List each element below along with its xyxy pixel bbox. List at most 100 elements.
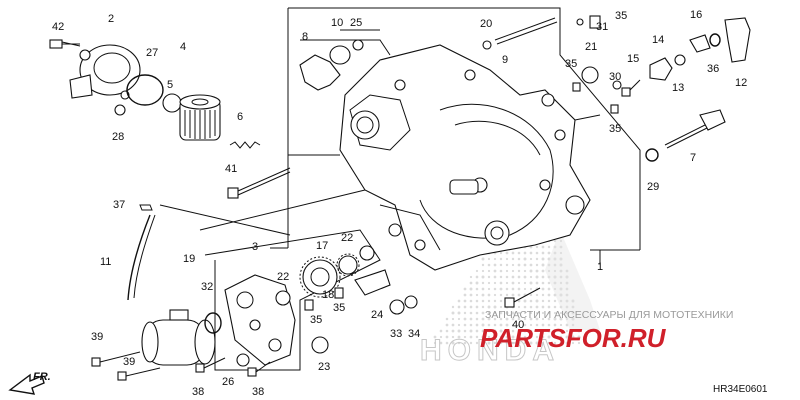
halftone-dot [518,258,521,261]
halftone-dot [506,270,508,272]
halftone-dot [554,306,557,309]
halftone-dot [542,300,544,302]
halftone-dot [440,330,443,333]
halftone-dot [518,276,521,279]
halftone-dot [506,258,508,260]
halftone-dot [524,300,527,303]
halftone-dot [500,300,502,302]
halftone-dot [452,312,455,315]
halftone-dot [464,294,467,297]
halftone-dot [506,264,508,266]
halftone-dot [464,300,467,303]
part-label: 34 [408,328,420,340]
halftone-dot [536,252,539,255]
halftone-dot [464,330,467,333]
halftone-dot [542,306,545,309]
halftone-dot [524,258,527,261]
part-label: 7 [690,152,696,164]
halftone-dot [476,270,478,272]
halftone-dot [482,270,484,272]
part-label: 15 [627,53,639,65]
part-label: 39 [91,331,103,343]
starter-cover-3 [225,275,295,365]
halftone-dot [512,276,515,279]
halftone-dot [482,300,485,303]
halftone-dot [500,270,503,273]
halftone-dot [500,264,502,266]
halftone-dot [548,288,551,291]
halftone-dot [542,258,545,261]
diagram-code: HR34E0601 [713,384,768,395]
halftone-dot [470,330,473,333]
ring-31 [577,19,583,25]
halftone-dot [542,294,544,296]
halftone-dot [494,282,496,284]
part-label: 35 [615,10,627,22]
part-label: 18 [322,289,334,301]
halftone-dot [530,282,533,285]
halftone-dot [452,324,455,327]
halftone-dot [542,270,545,273]
halftone-dot [476,306,479,309]
halftone-dot [548,246,550,248]
part-label: 11 [100,256,111,268]
part-label: 5 [167,79,173,91]
part-label: 37 [113,199,125,211]
halftone-dot [494,258,496,260]
halftone-dot [494,288,497,291]
halftone-dot [488,264,491,267]
bracket-24 [355,270,390,295]
halftone-dot [446,330,449,333]
halftone-dot [524,306,527,309]
halftone-dot [530,306,533,309]
halftone-dot [482,276,485,279]
halftone-dot [488,276,490,278]
bearing-22b [360,246,374,260]
front-direction-label: FR. [33,371,51,383]
halftone-dot [452,330,455,333]
bolt-38b [248,362,270,376]
part-label: 21 [585,41,597,53]
halftone-dot [458,324,460,326]
halftone-dot [536,246,538,248]
o-ring-29 [646,149,658,161]
spring-seat-5 [163,94,181,112]
part-label: 27 [146,47,158,59]
part-label: 31 [596,21,608,33]
part-label: 22 [277,271,289,283]
halftone-dot [524,288,526,290]
halftone-dot [488,288,490,290]
dowel-35d [611,105,618,113]
front-direction-arrow: FR. [10,371,51,394]
halftone-dot [548,252,551,255]
halftone-dot [554,300,556,302]
halftone-dot [536,276,539,279]
halftone-dot [458,300,461,303]
part-label: 35 [333,302,345,314]
halftone-dot [518,264,521,267]
watermark-tagline: ЗАПЧАСТИ И АКСЕССУАРЫ ДЛЯ МОТОТЕХНИКИ [485,309,733,321]
halftone-dot [482,264,484,266]
halftone-dot [506,288,509,291]
halftone-dot [476,294,478,296]
part-label: 32 [201,281,213,293]
halftone-dot [500,294,502,296]
part-label: 13 [672,82,684,94]
halftone-dot [524,252,527,255]
halftone-dot [500,258,502,260]
halftone-dot [488,300,490,302]
halftone-dot [482,312,485,315]
part-label: 4 [180,41,186,53]
ring-25 [353,40,363,50]
part-label: 24 [371,309,383,321]
bracket-12 [725,18,750,62]
halftone-dot [470,318,473,321]
halftone-dot [530,258,532,260]
halftone-dot [506,276,509,279]
bolt-15 [622,80,640,96]
washer-28 [115,105,125,115]
halftone-dot [500,282,503,285]
halftone-dot [536,270,539,273]
halftone-dot [464,312,466,314]
part-label: 25 [350,17,362,29]
